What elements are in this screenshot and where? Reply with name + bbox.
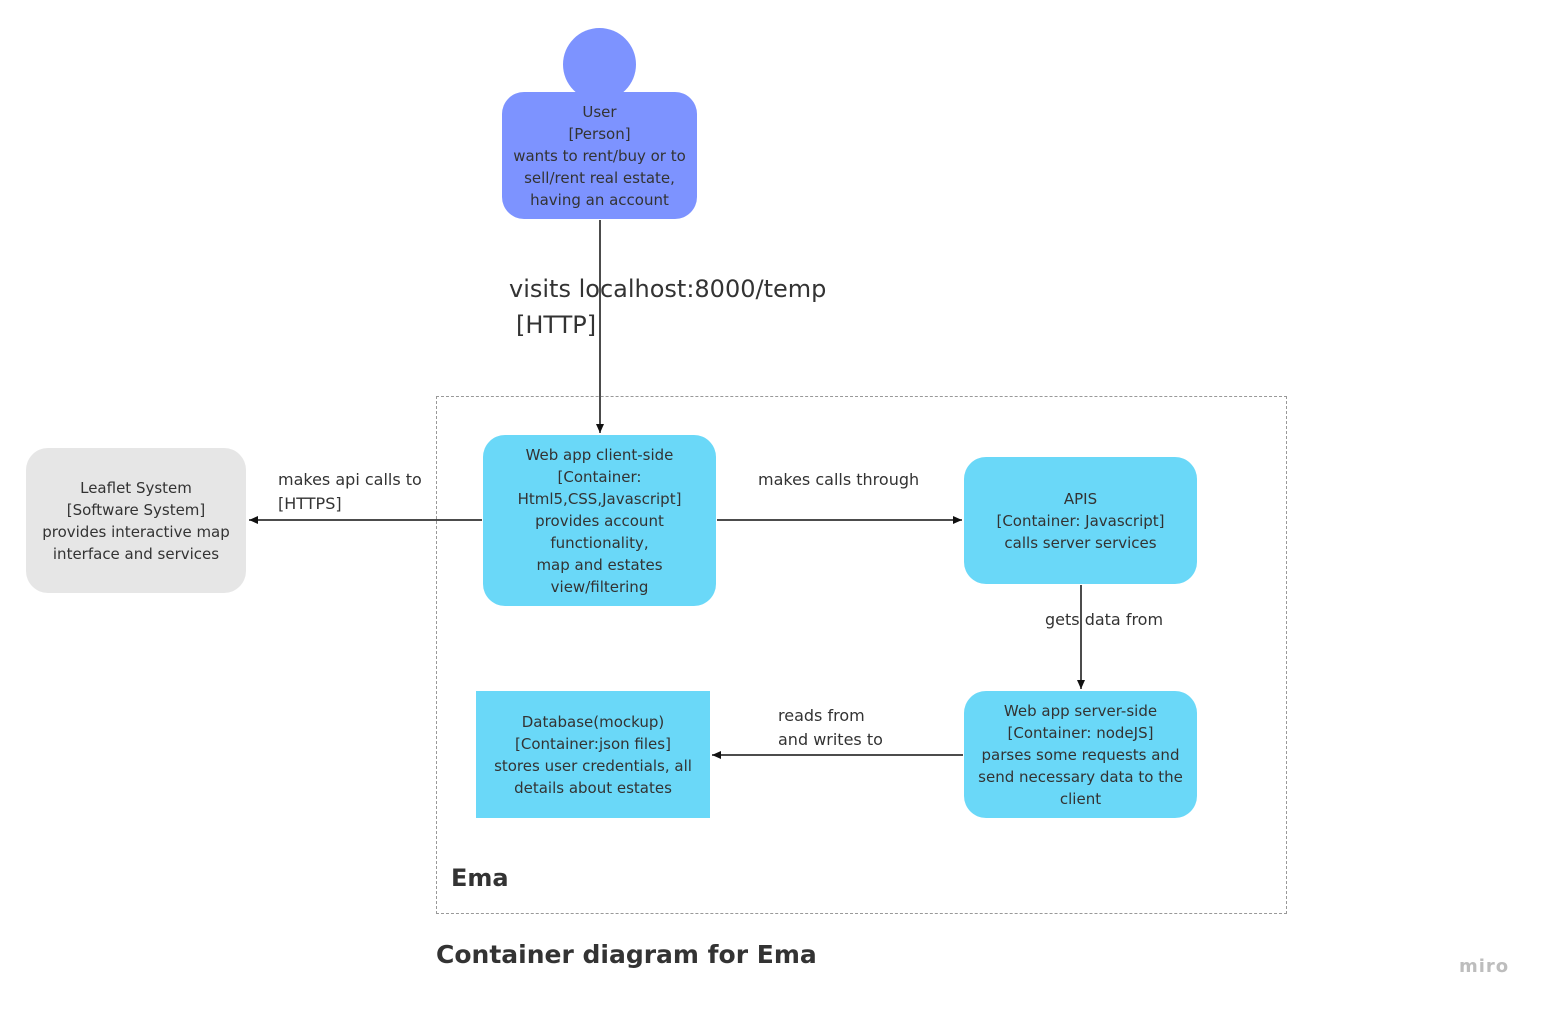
node-text-line: [Container: nodeJS] <box>1007 723 1154 742</box>
edge-label-line: visits localhost:8000/temp <box>509 275 827 303</box>
user-person-node[interactable]: User [Person] wants to rent/buy or to se… <box>502 92 697 219</box>
web-app-server-node[interactable]: Web app server-side [Container: nodeJS] … <box>964 691 1197 818</box>
node-text-line: [Person] <box>568 124 631 143</box>
apis-node[interactable]: APIS [Container: Javascript] calls serve… <box>964 457 1197 584</box>
edge-label-line: makes calls through <box>758 470 920 489</box>
node-text-line: [Software System] <box>66 500 206 519</box>
node-text-line: functionality, <box>550 533 649 552</box>
node-text-line: map and estates <box>536 555 663 574</box>
node-text-line: [Container:json files] <box>515 734 671 753</box>
node-text-line: provides account <box>535 511 664 530</box>
node-text-line: sell/rent real estate, <box>524 168 675 187</box>
edge-label-gets-data: gets data from <box>1045 608 1163 632</box>
edge-label-line: makes api calls to <box>278 470 422 489</box>
node-text-line: interface and services <box>52 544 220 563</box>
node-text-line: parses some requests and <box>981 745 1180 764</box>
boundary-label: Ema <box>451 864 509 892</box>
edge-label-line: reads from <box>778 706 865 725</box>
leaflet-system-node[interactable]: Leaflet System [Software System] provide… <box>26 448 246 593</box>
node-text-line: provides interactive map <box>42 522 230 541</box>
node-text-line: Database(mockup) <box>521 712 665 731</box>
node-text-line: calls server services <box>1004 533 1157 552</box>
node-text-line: send necessary data to the <box>978 767 1183 786</box>
edge-label-api-calls: makes api calls to [HTTPS] <box>278 468 422 516</box>
edge-label-line: [HTTPS] <box>278 494 342 513</box>
node-text-line: User <box>582 102 617 121</box>
edge-label-reads-writes: reads from and writes to <box>778 704 883 752</box>
node-text-line: having an account <box>530 190 669 209</box>
web-app-client-node[interactable]: Web app client-side [Container: Html5,CS… <box>483 435 716 606</box>
node-text-line: Leaflet System <box>80 478 192 497</box>
node-text-line: Html5,CSS,Javascript] <box>517 489 682 508</box>
node-text-line: stores user credentials, all <box>494 756 692 775</box>
edge-label-line: and writes to <box>778 730 883 749</box>
edge-label-visits: visits localhost:8000/temp [HTTP] <box>509 271 826 343</box>
node-text-line: Web app client-side <box>525 445 674 464</box>
node-text-line: [Container: <box>557 467 642 486</box>
node-text-line: details about estates <box>514 778 672 797</box>
miro-watermark: miro <box>1459 956 1510 977</box>
person-head-icon <box>563 28 636 101</box>
ema-system-boundary <box>436 396 1287 914</box>
node-text-line: APIS <box>1063 489 1098 508</box>
node-text-line: Web app server-side <box>1003 701 1158 720</box>
diagram-title: Container diagram for Ema <box>436 940 817 969</box>
node-text-line: [Container: Javascript] <box>996 511 1165 530</box>
node-text-line: wants to rent/buy or to <box>513 146 686 165</box>
edge-label-line: gets data from <box>1045 610 1164 629</box>
edge-label-line: [HTTP] <box>516 311 597 339</box>
edge-label-calls-through: makes calls through <box>758 468 919 492</box>
node-text-line: view/filtering <box>550 577 649 596</box>
node-text-line: client <box>1059 789 1102 808</box>
database-node[interactable]: Database(mockup) [Container:json files] … <box>476 691 710 818</box>
